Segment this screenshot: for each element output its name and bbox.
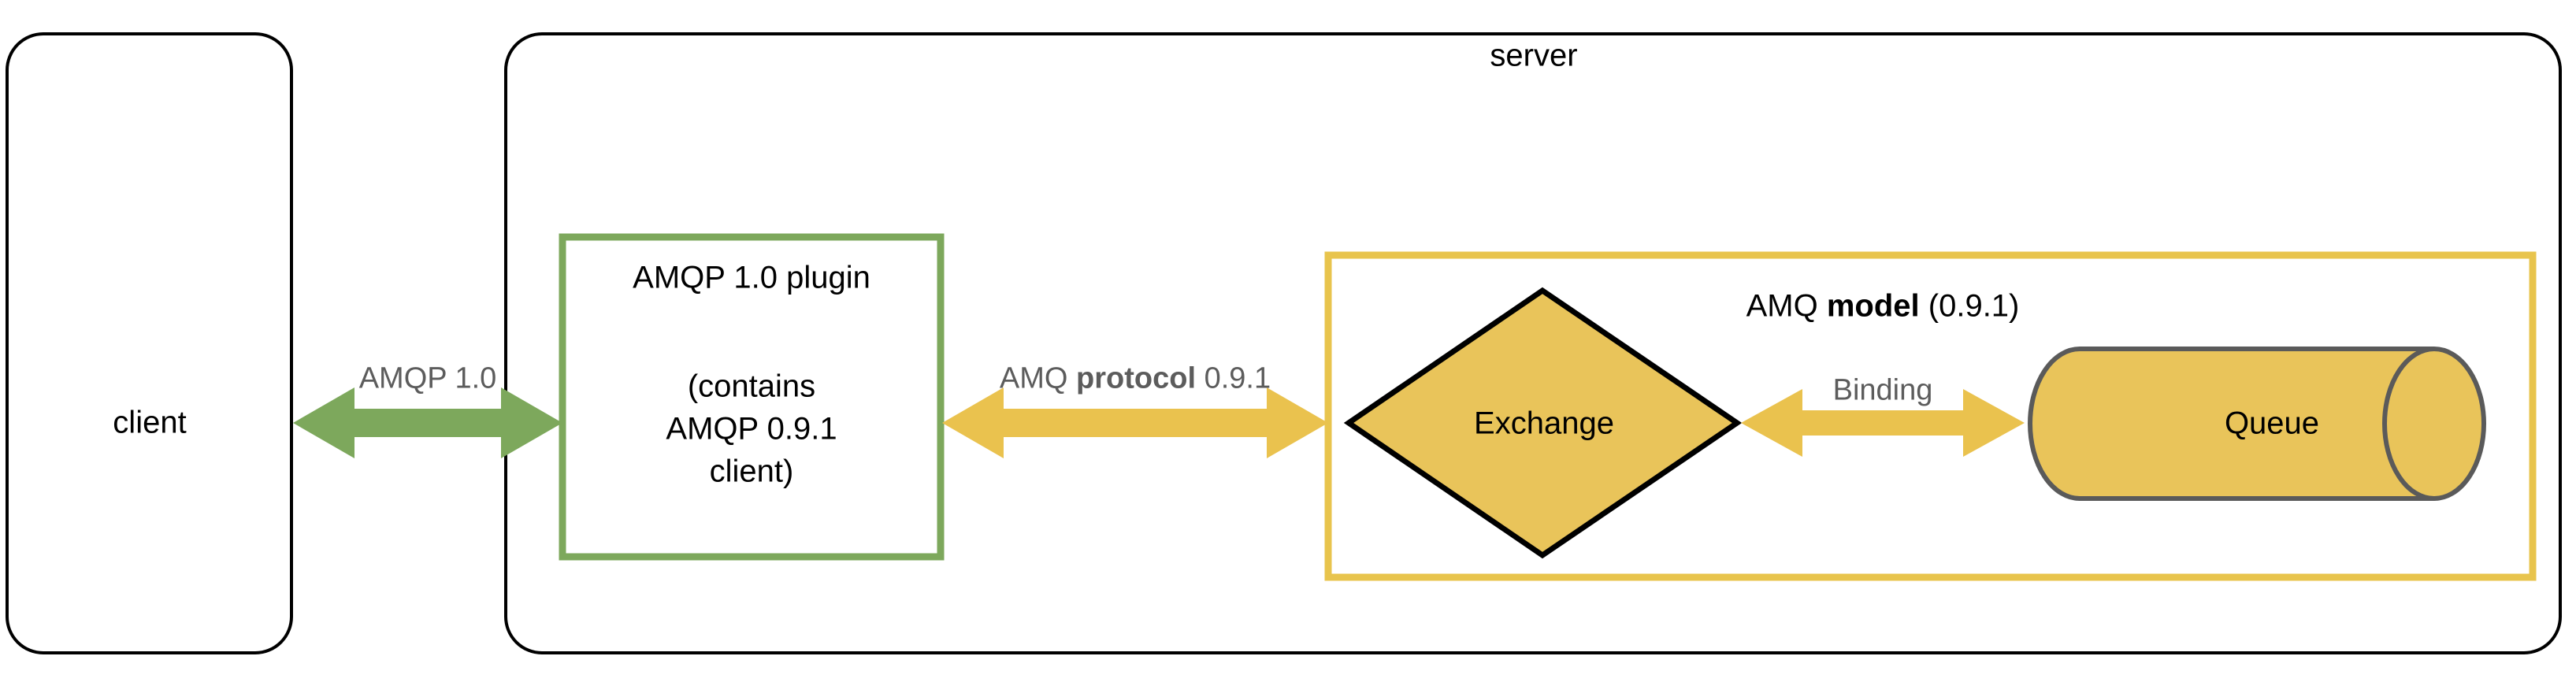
amq-model-label-bold: model: [1826, 288, 1920, 324]
amq-model-label-suffix: (0.9.1): [1919, 288, 2020, 324]
client-box[interactable]: [6, 32, 293, 654]
amq-model-label-prefix: AMQ: [1746, 288, 1827, 324]
queue-cylinder[interactable]: [2028, 347, 2486, 501]
server-label: server: [1490, 38, 1578, 73]
amq-model-label: AMQ model (0.9.1): [1746, 287, 2020, 324]
edge-label-amq-protocol-suffix: 0.9.1: [1196, 361, 1271, 395]
edge-label-amq-protocol-prefix: AMQ: [999, 361, 1077, 395]
client-label: client: [113, 405, 187, 440]
plugin-contains-line1: (contains: [687, 369, 816, 404]
plugin-contains-line3: client): [709, 454, 794, 489]
exchange-label: Exchange: [1474, 406, 1614, 441]
queue-label: Queue: [2224, 406, 2320, 441]
exchange-diamond[interactable]: [1343, 287, 1743, 559]
edge-label-amq-protocol: AMQ protocol 0.9.1: [1000, 361, 1271, 397]
plugin-title-label: AMQP 1.0 plugin: [633, 260, 870, 295]
arrow-plugin-model: [942, 387, 1328, 458]
amqp-plugin-box[interactable]: [559, 233, 945, 561]
edge-label-amq-protocol-bold: protocol: [1076, 361, 1197, 395]
edge-label-binding: Binding: [1832, 373, 1933, 407]
edge-label-amqp-1-0: AMQP 1.0: [358, 361, 497, 395]
arrow-client-plugin: [293, 387, 562, 458]
plugin-contains-line2: AMQP 0.9.1: [666, 411, 837, 447]
arrow-exchange-queue: [1741, 389, 2025, 457]
